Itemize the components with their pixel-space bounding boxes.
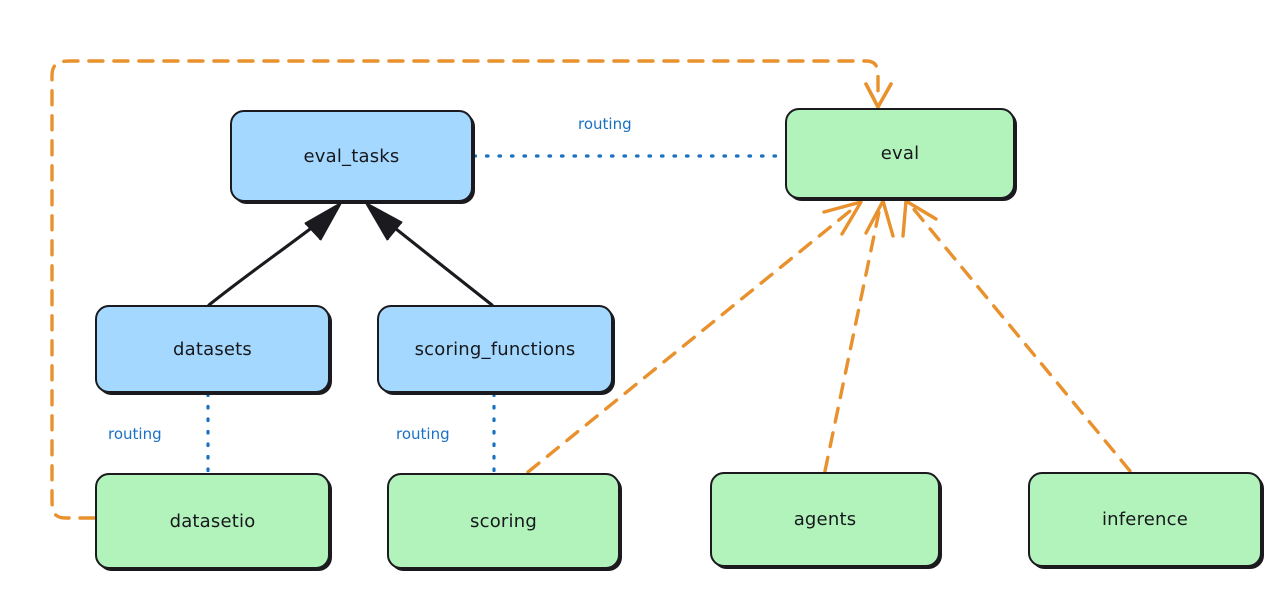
node-eval-tasks[interactable]: eval_tasks xyxy=(230,110,473,202)
node-label-eval-tasks: eval_tasks xyxy=(303,145,400,167)
edge-label-routing-datasetio: routing xyxy=(108,425,162,443)
node-datasetio[interactable]: datasetio xyxy=(95,473,330,569)
node-agents[interactable]: agents xyxy=(710,472,940,567)
edge-scoring-functions-eval_tasks xyxy=(365,202,494,307)
node-datasets[interactable]: datasets xyxy=(95,305,330,393)
node-scoring-functions[interactable]: scoring_functions xyxy=(377,305,613,393)
edge-scoring-eval-dependency xyxy=(526,200,863,474)
node-label-inference: inference xyxy=(1101,509,1189,530)
node-label-scoring-functions: scoring_functions xyxy=(414,338,576,360)
node-eval[interactable]: eval xyxy=(785,108,1015,199)
node-label-scoring: scoring xyxy=(470,510,537,532)
node-inference[interactable]: inference xyxy=(1028,472,1262,567)
edge-label-routing-eval: routing xyxy=(578,115,632,133)
node-label-agents: agents xyxy=(793,509,857,530)
node-label-datasetio: datasetio xyxy=(169,510,256,532)
edge-agents-eval-dependency xyxy=(823,199,895,473)
edge-datasetio-eval-dependency xyxy=(50,59,893,520)
node-label-eval: eval xyxy=(880,143,920,164)
edge-datasets-eval_tasks xyxy=(207,202,342,307)
node-label-datasets: datasets xyxy=(172,338,253,360)
edge-inference-eval-dependency xyxy=(901,199,1132,473)
edge-label-routing-scoring: routing xyxy=(396,425,450,443)
node-scoring[interactable]: scoring xyxy=(387,473,620,569)
